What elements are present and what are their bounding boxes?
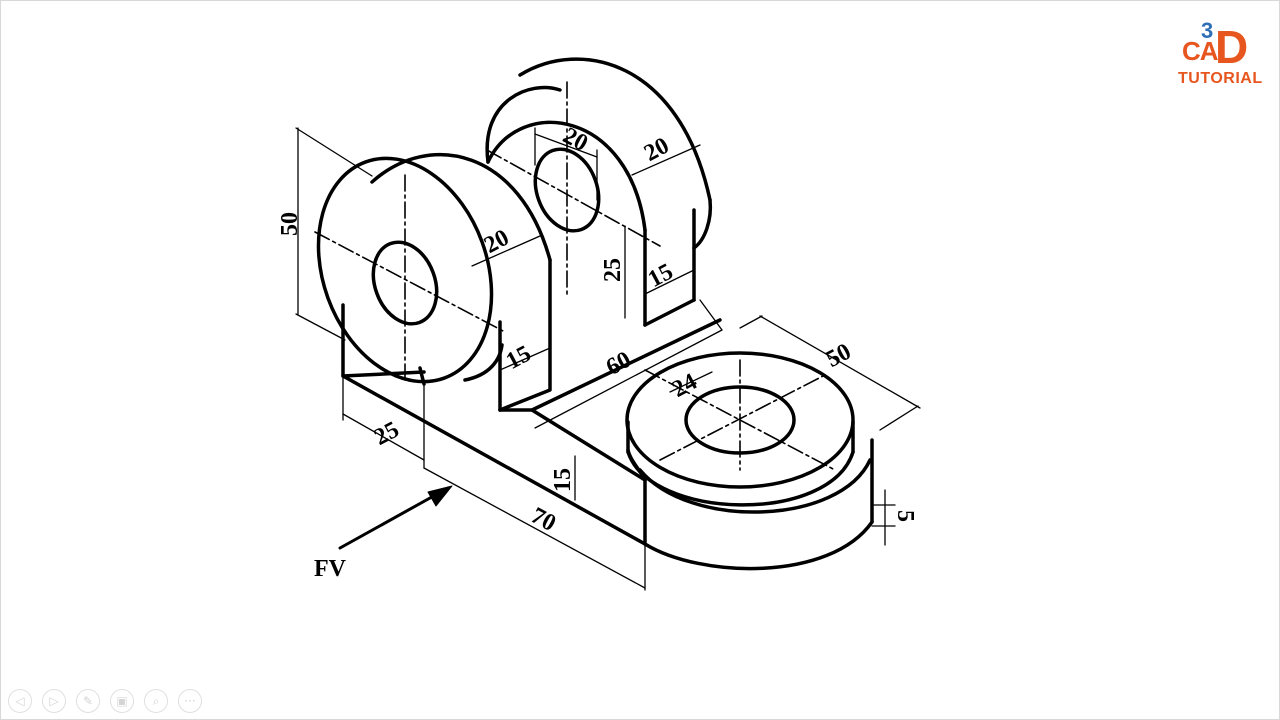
slides-icon[interactable]: ▣ [110,689,134,713]
dim-base-height: 15 [550,468,576,492]
fv-arrow [338,486,450,550]
slideshow-toolbar: ◁ ▷ ✎ ▣ ⌕ ··· [8,688,202,714]
back-boss [485,57,713,327]
center-lines [314,81,836,471]
logo-tutorial: TUTORIAL [1178,70,1263,87]
dim-back-height: 25 [600,258,626,282]
dim-hub-height: 5 [892,510,918,522]
left-boss [316,152,552,412]
zoom-icon[interactable]: ⌕ [144,689,168,713]
hub [625,351,872,514]
logo-three: 3 [1201,18,1214,43]
next-icon[interactable]: ▷ [42,689,66,713]
pen-icon[interactable]: ✎ [76,689,100,713]
logo-ca: CA [1182,36,1219,66]
dim-left-rib: 15 [502,341,535,375]
dimension-lines [295,127,921,591]
logo-d: D [1215,21,1249,73]
fv-arrowhead [427,485,453,507]
dim-overall-height: 50 [277,212,303,236]
previous-icon[interactable]: ◁ [8,689,32,713]
dim-back-boss-thickness: 20 [640,133,673,167]
fv-label: FV [314,556,347,582]
dim-back-rib: 15 [644,259,677,293]
logo-3dcad-tutorial: 3 CA D TUTORIAL [1172,18,1264,90]
base-plate [341,303,874,571]
dim-base-length: 70 [527,503,560,537]
dim-back-hole: 20 [559,123,592,157]
more-icon[interactable]: ··· [178,689,202,713]
